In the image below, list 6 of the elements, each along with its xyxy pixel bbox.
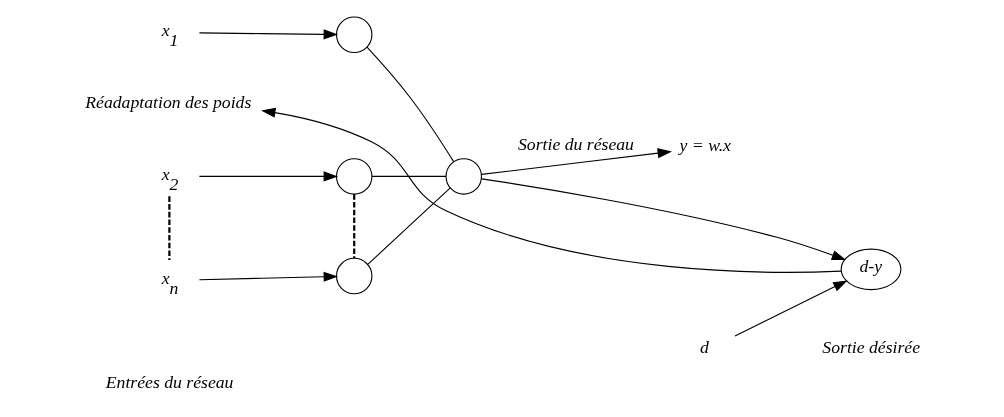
label: Sortie désirée: [821, 337, 920, 358]
node-text: y = w.x: [679, 134, 731, 155]
edge-label: Sortie du réseau: [517, 133, 634, 154]
node-text: Réadaptation des poids: [84, 91, 251, 112]
label: Entrées du réseau: [105, 371, 233, 392]
node-text: d: [699, 337, 709, 358]
